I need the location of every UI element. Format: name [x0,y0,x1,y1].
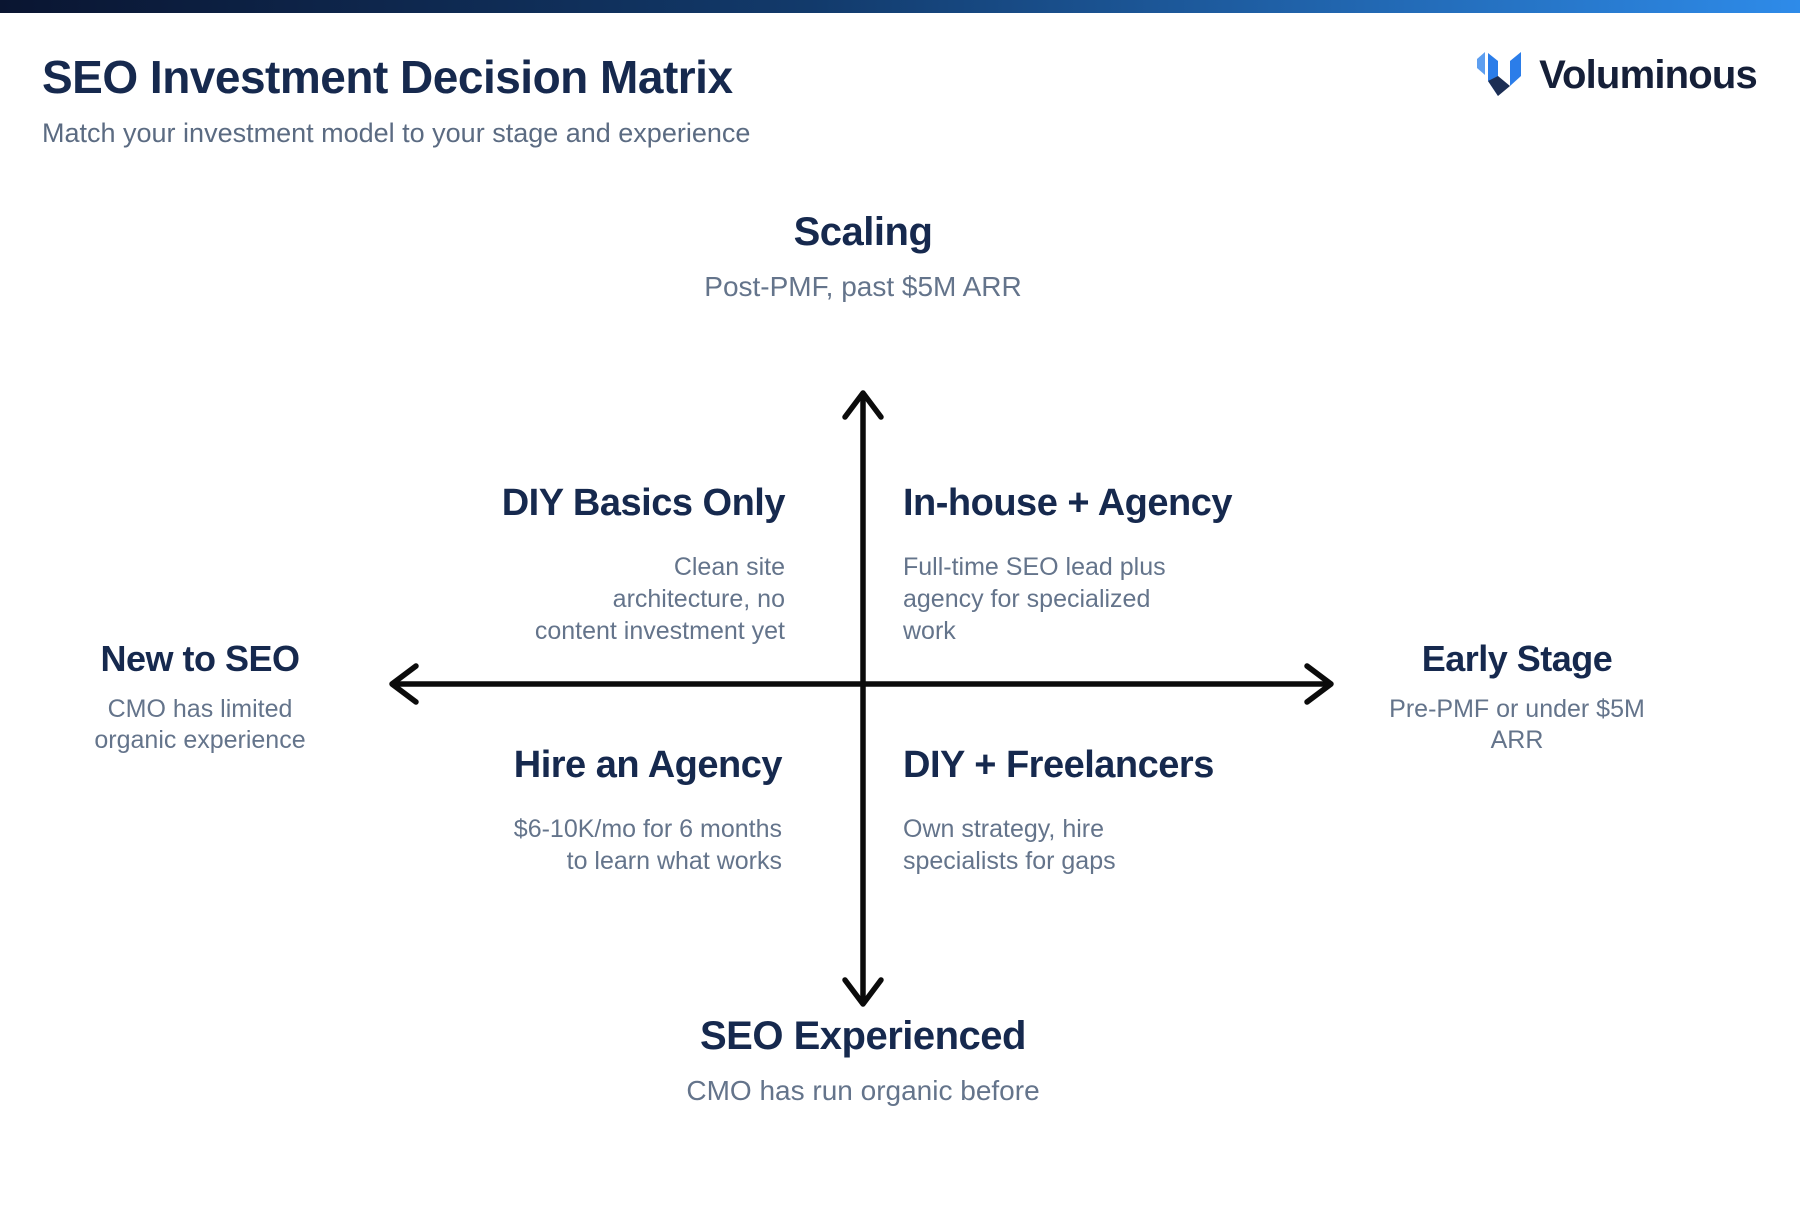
top-accent-bar [0,0,1800,13]
quadrant-top-left: DIY Basics Only Clean site architecture,… [355,480,786,647]
axis-bottom-description: CMO has run organic before [686,1075,1040,1106]
axis-right-title: Early Stage [1421,638,1613,679]
quadrant-top-left-description: Clean site architecture, no content inve… [534,553,785,645]
axis-right-description: Pre-PMF or under $5M ARR [1389,695,1645,754]
axis-label-left: New to SEO CMO has limited organic exper… [30,638,370,756]
arrowhead-right [1304,663,1334,705]
axis-top-title: Scaling [793,210,933,254]
page-subtitle: Match your investment model to your stag… [42,118,751,148]
brand-logo: Voluminous [1475,46,1758,104]
brand-name: Voluminous [1539,52,1758,97]
axis-bottom-title: SEO Experienced [700,1014,1026,1058]
quadrant-bottom-left-title: Hire an Agency [513,744,783,786]
arrowhead-up [842,390,884,420]
axis-label-right: Early Stage Pre-PMF or under $5M ARR [1347,638,1687,756]
quadrant-bottom-right-description: Own strategy, hire specialists for gaps [903,815,1116,875]
axis-label-bottom: SEO Experienced CMO has run organic befo… [563,1012,1163,1108]
quadrant-bottom-left: Hire an Agency $6-10K/mo for 6 months to… [352,742,783,877]
voluminous-logo-icon [1475,46,1525,104]
quadrant-top-right-title: In-house + Agency [903,482,1233,524]
axis-label-top: Scaling Post-PMF, past $5M ARR [563,208,1163,304]
quadrant-bottom-right-title: DIY + Freelancers [903,744,1214,786]
quadrant-top-right-description: Full-time SEO lead plus agency for speci… [903,553,1166,645]
axis-left-title: New to SEO [100,638,300,679]
quadrant-bottom-left-description: $6-10K/mo for 6 months to learn what wor… [513,815,782,875]
quadrant-top-right: In-house + Agency Full-time SEO lead plu… [903,480,1343,647]
quadrant-top-left-title: DIY Basics Only [501,482,786,524]
arrowhead-left [389,663,419,705]
arrowhead-down [842,977,884,1007]
axis-top-description: Post-PMF, past $5M ARR [704,271,1022,302]
page-title: SEO Investment Decision Matrix [42,51,733,103]
quadrant-bottom-right: DIY + Freelancers Own strategy, hire spe… [903,742,1343,877]
axis-left-description: CMO has limited organic experience [94,695,306,754]
